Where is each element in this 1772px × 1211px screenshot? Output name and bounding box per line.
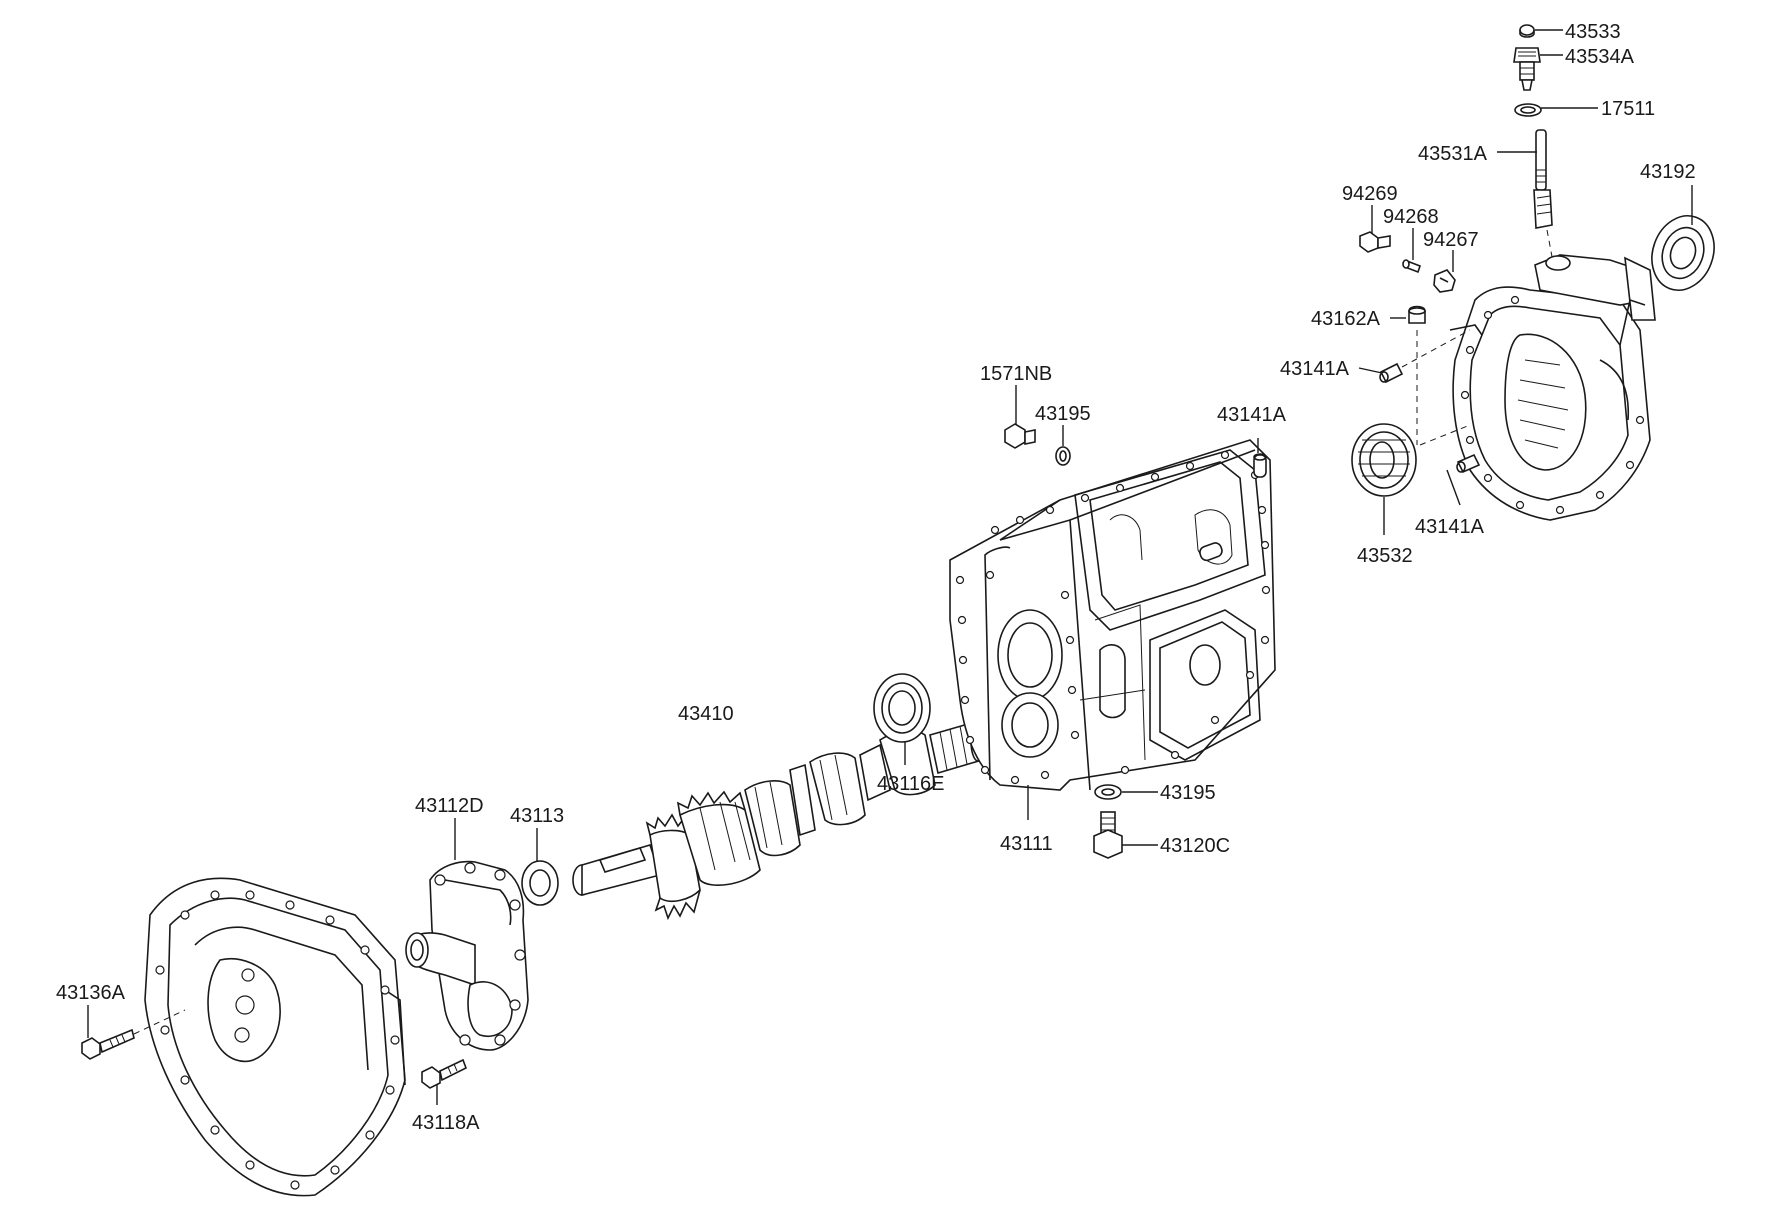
pin-43141A-left-drawing	[1379, 329, 1471, 384]
label-43532[interactable]: 43532	[1357, 545, 1413, 567]
label-1571NB[interactable]: 1571NB	[980, 363, 1052, 385]
label-43120C[interactable]: 43120C	[1160, 835, 1230, 857]
extension-housing-drawing	[1449, 254, 1656, 521]
washer-43195-top-drawing	[1055, 446, 1071, 466]
bolt-43136A-drawing	[81, 1009, 186, 1060]
label-43141A-top[interactable]: 43141A	[1217, 404, 1287, 426]
bearing-43116E-drawing	[873, 673, 931, 743]
leader-lines	[87, 29, 1693, 1105]
transmission-case-43111-drawing	[949, 439, 1276, 791]
label-94267[interactable]: 94267	[1423, 229, 1479, 251]
label-43111[interactable]: 43111	[1000, 833, 1053, 855]
plug-43162A-drawing	[1408, 305, 1471, 446]
bearing-retainer-43112D-drawing	[405, 860, 529, 1051]
label-43195-bottom[interactable]: 43195	[1160, 782, 1216, 804]
label-17511[interactable]: 17511	[1601, 98, 1655, 120]
plug-43120C-drawing	[1093, 811, 1123, 859]
bolt-43118A-drawing	[421, 1058, 468, 1089]
label-43116E[interactable]: 43116E	[877, 773, 944, 795]
washer-43195-bottom-drawing	[1094, 784, 1122, 800]
main-shaft-43410-drawing	[572, 720, 986, 921]
label-43533[interactable]: 43533	[1565, 21, 1621, 43]
label-43531A[interactable]: 43531A	[1418, 143, 1488, 165]
label-43118A[interactable]: 43118A	[412, 1112, 480, 1134]
label-43195-top[interactable]: 43195	[1035, 403, 1091, 425]
label-43136A[interactable]: 43136A	[56, 982, 126, 1004]
pin-94268-drawing	[1402, 259, 1422, 274]
cap-43533-drawing	[1519, 24, 1535, 38]
drive-gear-43532-drawing	[1351, 423, 1417, 497]
o-ring-17511-drawing	[1514, 103, 1542, 117]
part-labels: 43533 43534A 17511 43531A 43192 94269 94…	[56, 21, 1696, 1134]
clip-94267-drawing	[1433, 269, 1456, 293]
label-43410[interactable]: 43410	[678, 703, 734, 725]
seal-43192-drawing	[1651, 215, 1715, 291]
driven-gear-43531A-drawing	[1533, 129, 1554, 263]
sleeve-43534A-drawing	[1513, 47, 1541, 91]
label-43141A-right[interactable]: 43141A	[1415, 516, 1485, 538]
label-94269[interactable]: 94269	[1342, 183, 1398, 205]
label-43192[interactable]: 43192	[1640, 161, 1696, 183]
clutch-housing-drawing	[144, 877, 406, 1197]
pin-43141A-top-drawing	[1253, 453, 1267, 478]
label-43112D[interactable]: 43112D	[415, 795, 484, 817]
bolt-94269-drawing	[1359, 231, 1391, 253]
label-43113[interactable]: 43113	[510, 805, 564, 827]
seal-43113-drawing	[521, 860, 559, 906]
pin-43141A-right-drawing	[1456, 453, 1481, 474]
plug-1571NB-drawing	[1004, 423, 1036, 449]
label-43534A[interactable]: 43534A	[1565, 46, 1635, 68]
label-94268[interactable]: 94268	[1383, 206, 1439, 228]
label-43141A-left[interactable]: 43141A	[1280, 358, 1350, 380]
label-43162A[interactable]: 43162A	[1311, 308, 1381, 330]
